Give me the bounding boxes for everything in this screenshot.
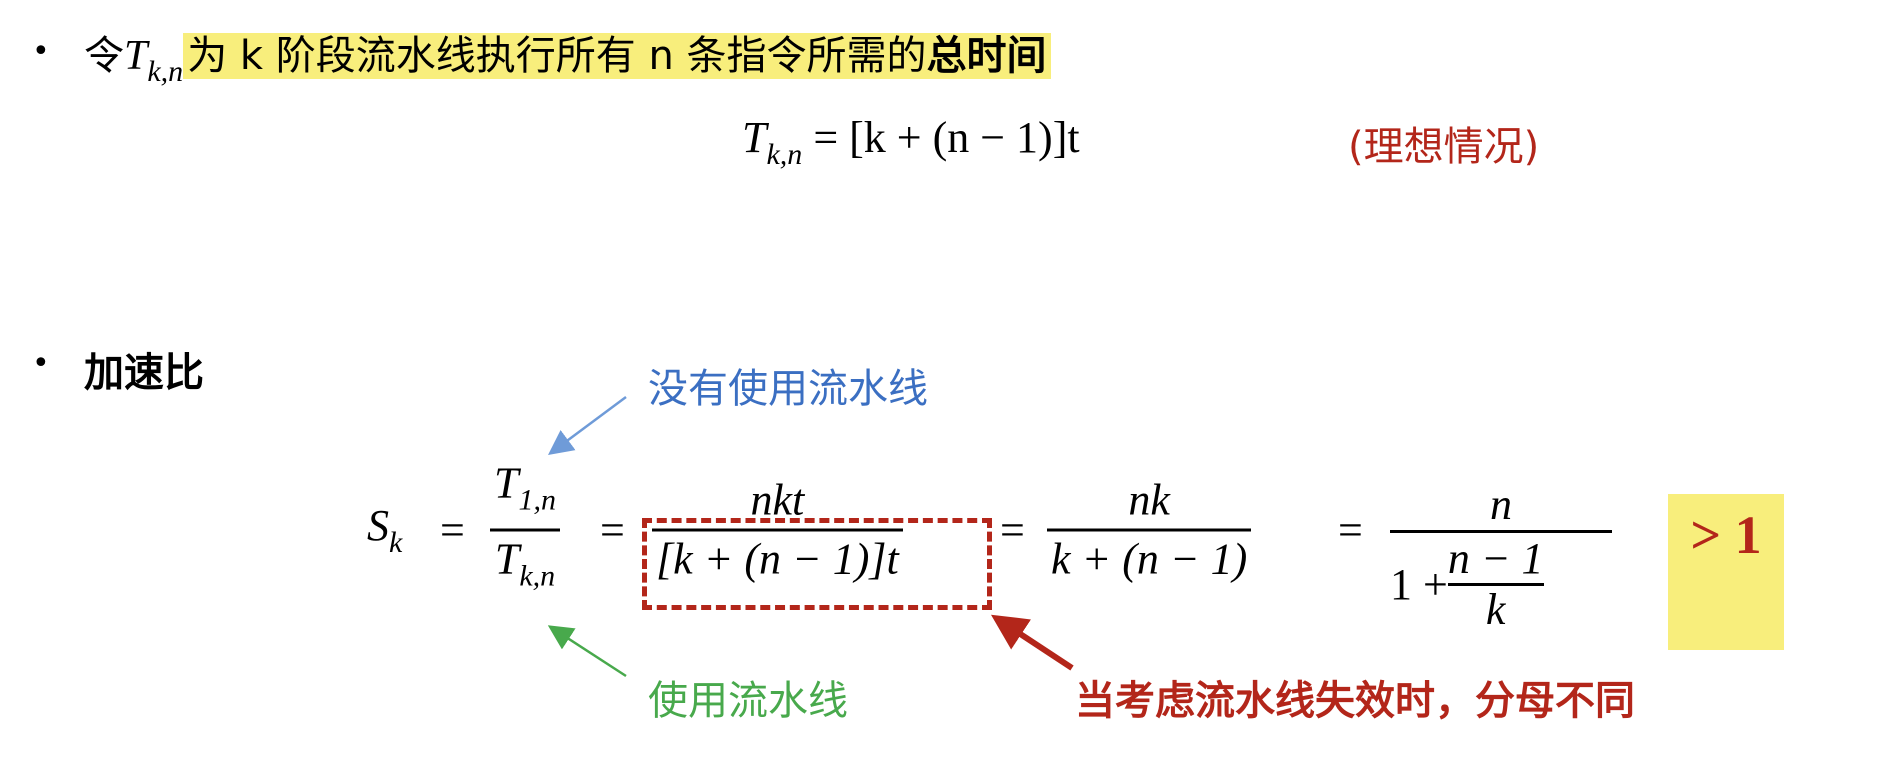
variable-t-kn: Tk,n [124, 33, 184, 88]
highlighted-denominator-box [642, 518, 992, 610]
ideal-case-note: (理想情况) [1348, 124, 1540, 170]
speedup-heading: 加速比 [84, 350, 204, 396]
equals-sign: = [1000, 505, 1025, 555]
red-arrow-icon [990, 614, 1074, 671]
fraction-t1n-over-tkn: T1,n Tk,n [490, 456, 560, 605]
result-highlight: > 1 [1668, 494, 1784, 650]
bullet-dot: • [32, 346, 50, 381]
greater-than-one: > 1 [1690, 505, 1762, 565]
green-arrow-icon [547, 625, 627, 678]
equals-sign: = [440, 505, 465, 555]
highlighted-definition: 为 k 阶段流水线执行所有 n 条指令所需的总时间 [183, 33, 1051, 79]
bold-total-time: 总时间 [926, 33, 1047, 79]
ideal-time-formula: Tk,n = [k + (n − 1)]t [742, 113, 1080, 171]
no-pipeline-label: 没有使用流水线 [648, 366, 928, 412]
blue-arrow-icon [547, 395, 627, 455]
with-pipeline-label: 使用流水线 [648, 678, 848, 724]
fraction-n-simplified: n 1 + n − 1 k [1390, 480, 1612, 634]
fraction-nkt: nkt [k + (n − 1)]t [652, 473, 903, 588]
bullet-1-prefix: 令 [84, 33, 124, 79]
speedup-lhs: Sk [367, 501, 403, 559]
equals-sign: = [1338, 505, 1363, 555]
pipeline-failure-note: 当考虑流水线失效时，分母不同 [1075, 678, 1635, 724]
equals-sign: = [600, 505, 625, 555]
fraction-nk: nk k + (n − 1) [1047, 473, 1252, 588]
bullet-dot: • [32, 34, 50, 69]
